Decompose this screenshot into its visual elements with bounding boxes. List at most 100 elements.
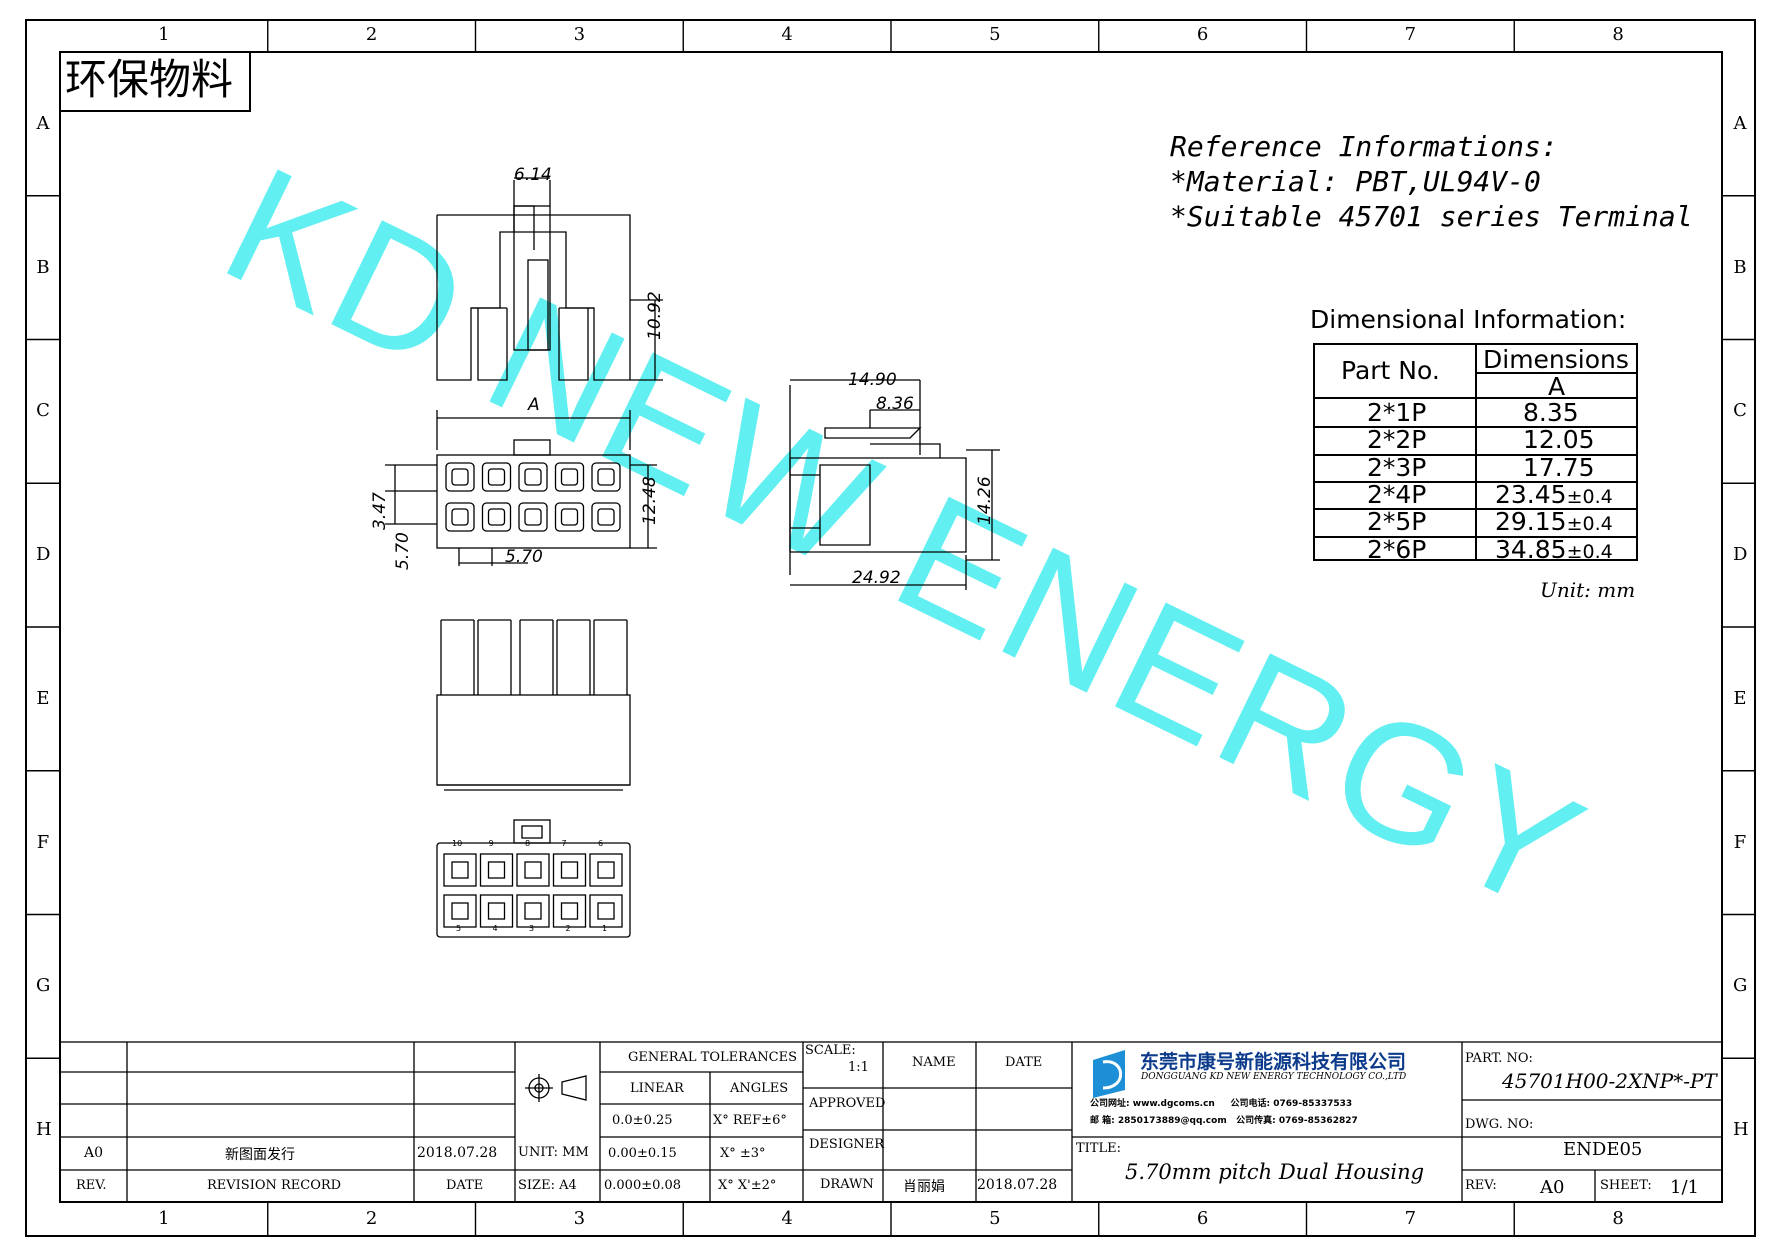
zone-row-F-right: F (1733, 831, 1747, 853)
sheet-label: SHEET: (1600, 1178, 1652, 1193)
zone-col-7-bottom: 7 (1404, 1208, 1417, 1229)
dimension-value: 23.45 (1495, 479, 1567, 509)
pin-number: 4 (492, 924, 498, 933)
dim-side-length: 24.92 (852, 568, 901, 588)
dwg-no-label: DWG. NO: (1465, 1117, 1534, 1132)
linear-tol-2: 0.00±0.15 (608, 1146, 677, 1161)
zone-row-C-left: C (36, 400, 50, 422)
zone-row-A-right: A (1733, 112, 1747, 134)
dim-front-pitch-h: 5.70 (505, 547, 543, 567)
company-name-en: DONGGUANG KD NEW ENERGY TECHNOLOGY CO.,L… (1141, 1072, 1407, 1082)
pin-number: 1 (602, 924, 608, 933)
table-row-value: 8.35 (1523, 398, 1579, 427)
rev-value-right: A0 (1540, 1177, 1565, 1198)
zone-row-G-left: G (36, 975, 51, 997)
table-row-value: 12.05 (1523, 425, 1595, 454)
dim-front-pitch-v: 3.47 (370, 492, 390, 530)
dimension-tolerance: ±0.4 (1566, 540, 1613, 563)
revision-text: 新图面发行 (225, 1147, 295, 1163)
zone-row-D-left: D (36, 544, 51, 566)
zone-col-7-top: 7 (1404, 24, 1417, 45)
dimension-value: 8.35 (1523, 398, 1579, 427)
linear-tol-3: 0.000±0.08 (604, 1178, 682, 1193)
zone-row-F-left: F (36, 831, 50, 853)
mating-face-view (436, 819, 631, 938)
zone-row-E-right: E (1733, 687, 1747, 709)
web-label: 公司网址: (1090, 1099, 1130, 1109)
pin-number: 8 (525, 839, 531, 848)
dimension-table: Part No. Dimensions A 2*1P 8.35 2*2P 12.05 2… (1313, 343, 1638, 564)
table-row-part: 2*2P (1367, 425, 1427, 455)
mail-value[interactable]: 2850173889@qq.com (1117, 1116, 1227, 1126)
reference-title: Reference Informations: (1170, 130, 1558, 163)
top-view (436, 177, 663, 381)
table-row-value: 17.75 (1523, 453, 1595, 482)
rear-view (436, 619, 631, 791)
zone-col-5-top: 5 (989, 24, 1001, 45)
dim-front-pitch-v2: 5.70 (393, 532, 413, 570)
pin-number: 2 (565, 924, 571, 933)
table-row-part: 2*1P (1367, 398, 1427, 427)
zone-col-6-top: 6 (1196, 24, 1209, 45)
zone-col-8-bottom: 8 (1612, 1208, 1624, 1229)
revision-record-label: REVISION RECORD (207, 1178, 342, 1193)
dim-side-latch: 8.36 (876, 394, 914, 414)
titleblock-grid (59, 1041, 1723, 1203)
angles-label: ANGLES (730, 1081, 789, 1096)
rev-label: REV. (76, 1178, 107, 1193)
part-no-label: PART. NO: (1465, 1051, 1533, 1066)
part-no-header: Part No. (1341, 356, 1440, 385)
web-value[interactable]: www.dgcoms.cn (1132, 1099, 1215, 1109)
linear-label: LINEAR (630, 1081, 684, 1096)
pin-number: 10 (452, 839, 463, 848)
eco-stamp: 环保物料 (61, 52, 251, 112)
zone-col-2-top: 2 (365, 24, 378, 45)
sheet-value: 1/1 (1670, 1177, 1699, 1198)
fax-value: 0769-85362827 (1278, 1116, 1358, 1126)
dim-top-height: 10.92 (645, 291, 665, 340)
projection-symbol (525, 1074, 587, 1102)
zone-row-H-right: H (1733, 1119, 1749, 1141)
date-label: DATE (446, 1178, 484, 1193)
unit-label: UNIT: MM (518, 1145, 589, 1160)
angle-tol-2: X° ±3° (720, 1146, 766, 1161)
zone-row-A-left: A (36, 112, 50, 134)
dimension-a-header: A (1548, 372, 1566, 401)
zone-col-6-bottom: 6 (1196, 1208, 1209, 1229)
zone-col-3-top: 3 (573, 24, 586, 45)
table-row-part: 2*6P (1367, 534, 1427, 564)
zone-col-4-top: 4 (781, 24, 793, 45)
designer-label: DESIGNER (809, 1137, 884, 1152)
fax-label: 公司传真: (1236, 1116, 1276, 1126)
angle-tol-1: X° REF±6° (713, 1113, 787, 1128)
zone-row-D-right: D (1733, 544, 1748, 566)
dimensions-header: Dimensions (1483, 345, 1629, 374)
drawn-name: 肖丽娟 (903, 1179, 945, 1195)
dim-side-height: 14.26 (975, 476, 995, 525)
dimension-value: 17.75 (1523, 452, 1595, 482)
unit-note: Unit: mm (1540, 578, 1636, 602)
approved-label: APPROVED (809, 1096, 886, 1111)
dim-top-width: 6.14 (514, 165, 552, 185)
mail-label: 邮 箱: (1090, 1116, 1115, 1126)
side-view (789, 379, 1000, 590)
dim-front-a: A (528, 395, 540, 415)
table-row-part: 2*4P (1367, 479, 1427, 509)
dimension-value: 12.05 (1523, 425, 1595, 455)
phone-value: 0769-85337533 (1273, 1099, 1353, 1109)
scale-value: 1:1 (848, 1060, 869, 1075)
reference-terminal: *Suitable 45701 series Terminal (1170, 200, 1693, 233)
zone-col-3-bottom: 3 (573, 1208, 586, 1229)
dimension-value: 29.15 (1495, 507, 1567, 537)
dim-side-top: 14.90 (848, 370, 897, 390)
table-row-value: 34.85±0.4 (1495, 535, 1613, 564)
zone-col-8-top: 8 (1612, 24, 1624, 45)
table-row-part: 2*5P (1367, 507, 1427, 537)
pin-number: 9 (488, 839, 494, 848)
table-row-value: 29.15±0.4 (1495, 507, 1613, 536)
zone-row-H-left: H (36, 1119, 52, 1141)
reference-material: *Material: PBT,UL94V-0 (1170, 165, 1541, 198)
size-label: SIZE: A4 (518, 1178, 577, 1193)
company-name-cn: 东莞市康号新能源科技有限公司 (1140, 1051, 1407, 1073)
drawing-title: 5.70mm pitch Dual Housing (1125, 1160, 1425, 1184)
